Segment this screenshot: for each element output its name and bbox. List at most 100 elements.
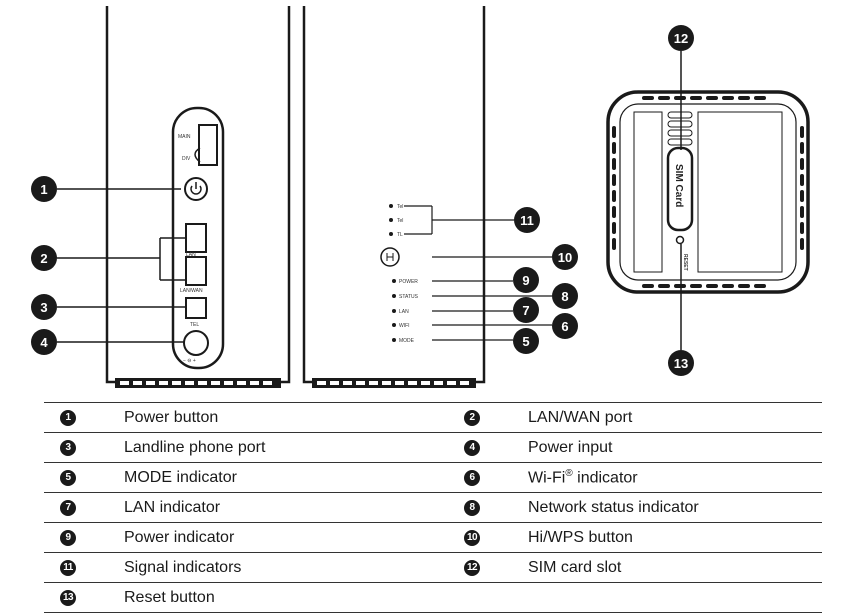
number-badge: 6 bbox=[464, 469, 480, 486]
legend-row: 9 Power indicator 10 Hi/WPS button bbox=[44, 523, 822, 553]
reset-button[interactable] bbox=[675, 235, 685, 245]
status-led bbox=[392, 294, 396, 298]
legend-label: Landline phone port bbox=[124, 438, 266, 456]
svg-text:2: 2 bbox=[40, 251, 47, 266]
svg-text:13: 13 bbox=[674, 356, 688, 371]
callout-5: 5 bbox=[432, 328, 539, 354]
legend-label: Network status indicator bbox=[528, 498, 699, 516]
sim-card-label: SIM Card bbox=[673, 164, 684, 207]
lan-led bbox=[392, 309, 396, 313]
router-back-view: MAIN DIV LAN LAN/WAN TEL − ⊖ + bbox=[105, 6, 291, 388]
status-led-label: STATUS bbox=[399, 294, 419, 300]
svg-text:6: 6 bbox=[561, 319, 568, 334]
legend-label: Hi/WPS button bbox=[528, 528, 633, 546]
svg-text:4: 4 bbox=[40, 335, 48, 350]
legend-label: LAN/WAN port bbox=[528, 408, 633, 426]
legend-label: LAN indicator bbox=[124, 498, 221, 516]
svg-text:3: 3 bbox=[40, 300, 47, 315]
callout-1: 1 bbox=[31, 176, 181, 202]
lan-port-2[interactable] bbox=[185, 256, 207, 286]
number-badge: 2 bbox=[464, 409, 480, 426]
wifi-led-label: WIFI bbox=[399, 323, 410, 329]
power-input-jack[interactable] bbox=[183, 330, 209, 356]
number-badge: 3 bbox=[60, 439, 76, 456]
mode-led-label: MODE bbox=[399, 338, 415, 344]
lan-wan-port-label: LAN/WAN bbox=[180, 288, 203, 294]
reset-label: RESET bbox=[682, 254, 688, 271]
legend-row: 13 Reset button bbox=[44, 583, 822, 613]
svg-text:11: 11 bbox=[520, 213, 534, 228]
wps-button[interactable] bbox=[380, 247, 400, 267]
signal-label-3: TL bbox=[397, 232, 403, 238]
legend-label: Power button bbox=[124, 408, 219, 426]
tel-port[interactable] bbox=[185, 297, 207, 319]
router-bottom-view: SIM Card RESET bbox=[606, 90, 810, 294]
router-diagram: MAIN DIV LAN LAN/WAN TEL − ⊖ + 1 2 bbox=[31, 6, 810, 388]
signal-label-1: Tel bbox=[397, 204, 403, 210]
callout-6: 6 bbox=[432, 313, 578, 339]
lan-port-label: LAN bbox=[186, 252, 196, 258]
svg-text:5: 5 bbox=[522, 334, 529, 349]
signal-led-2 bbox=[389, 218, 393, 222]
signal-led-1 bbox=[389, 204, 393, 208]
svg-text:8: 8 bbox=[561, 289, 568, 304]
number-badge: 13 bbox=[60, 589, 76, 606]
signal-label-2: Tel bbox=[397, 218, 403, 224]
callout-3: 3 bbox=[31, 294, 186, 320]
number-badge: 10 bbox=[464, 529, 480, 546]
number-badge: 1 bbox=[60, 409, 76, 426]
svg-text:7: 7 bbox=[522, 303, 529, 318]
callout-12: 12 bbox=[668, 25, 694, 150]
legend-label: Reset button bbox=[124, 588, 215, 606]
svg-text:9: 9 bbox=[522, 273, 529, 288]
callout-2: 2 bbox=[31, 237, 186, 281]
legend-row: 3 Landline phone port 4 Power input bbox=[44, 433, 822, 463]
number-badge: 11 bbox=[60, 559, 76, 576]
callout-8: 8 bbox=[432, 283, 578, 309]
antenna-port bbox=[198, 124, 218, 166]
wps-icon bbox=[386, 253, 394, 261]
legend-label: SIM card slot bbox=[528, 558, 622, 576]
sim-card-slot[interactable]: SIM Card bbox=[666, 146, 694, 232]
number-badge: 7 bbox=[60, 499, 76, 516]
div-port-label: DIV bbox=[182, 156, 191, 162]
svg-text:10: 10 bbox=[558, 250, 572, 265]
legend-table: 1 Power button 2 LAN/WAN port 3 Landline ph… bbox=[44, 402, 822, 613]
callout-7: 7 bbox=[432, 297, 539, 323]
vent-strip bbox=[115, 378, 281, 388]
number-badge: 5 bbox=[60, 469, 76, 486]
router-front-view: Tel Tel TL POWER STATUS LAN WIFI MODE bbox=[302, 6, 486, 388]
legend-row: 7 LAN indicator 8 Network status indicator bbox=[44, 493, 822, 523]
number-badge: 9 bbox=[60, 529, 76, 546]
number-badge: 8 bbox=[464, 499, 480, 516]
svg-text:1: 1 bbox=[40, 182, 47, 197]
legend-label: Power indicator bbox=[124, 528, 235, 546]
legend-label: MODE indicator bbox=[124, 468, 237, 486]
power-button[interactable] bbox=[184, 177, 208, 201]
callout-11: 11 bbox=[404, 205, 540, 235]
legend-label: Wi-Fi® indicator bbox=[528, 467, 638, 487]
lan-port-1[interactable] bbox=[185, 223, 207, 253]
svg-text:12: 12 bbox=[674, 31, 688, 46]
number-badge: 12 bbox=[464, 559, 480, 576]
legend-row: 11 Signal indicators 12 SIM card slot bbox=[44, 553, 822, 583]
power-icon bbox=[190, 182, 202, 195]
power-led-label: POWER bbox=[399, 279, 418, 285]
callout-9: 9 bbox=[432, 267, 539, 293]
callout-10: 10 bbox=[432, 244, 578, 270]
legend-row: 1 Power button 2 LAN/WAN port bbox=[44, 402, 822, 433]
number-badge: 4 bbox=[464, 439, 480, 456]
lan-led-label: LAN bbox=[399, 309, 409, 315]
signal-led-3 bbox=[389, 232, 393, 236]
main-port-label: MAIN bbox=[178, 134, 191, 140]
legend-label: Power input bbox=[528, 438, 613, 456]
callout-13: 13 bbox=[668, 244, 694, 376]
power-led bbox=[392, 279, 396, 283]
wifi-led bbox=[392, 323, 396, 327]
vent-strip bbox=[312, 378, 476, 388]
tel-port-label: TEL bbox=[190, 322, 199, 328]
mode-led bbox=[392, 338, 396, 342]
legend-row: 5 MODE indicator 6 Wi-Fi® indicator bbox=[44, 463, 822, 493]
legend-label: Signal indicators bbox=[124, 558, 242, 576]
power-symbol-label: − ⊖ + bbox=[183, 358, 196, 364]
